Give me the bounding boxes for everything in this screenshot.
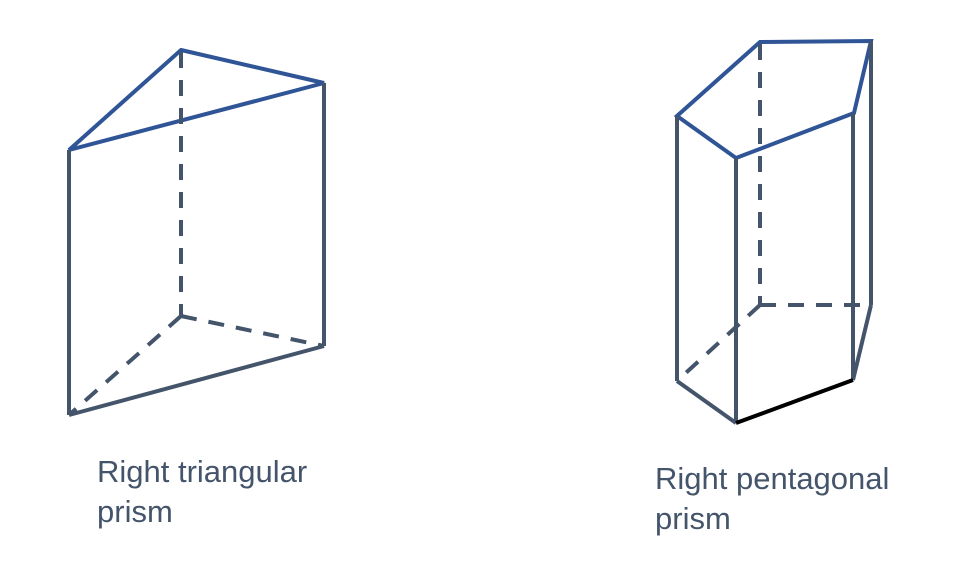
hidden-bottom-edge-left: [67, 314, 183, 417]
bottom-edge-left: [675, 379, 738, 425]
bottom-edge-front: [735, 378, 854, 425]
triangular-prism-label: Right triangular prism: [97, 452, 307, 532]
front-bottom-edge: [68, 344, 325, 417]
right-pentagonal-prism: [673, 38, 874, 425]
label-line-1: Right triangular: [97, 454, 308, 489]
pentagon-top-face: [673, 38, 874, 161]
bottom-edge-right: [851, 304, 873, 381]
hidden-bottom-edge-left: [675, 303, 762, 383]
label-line-2: prism: [655, 501, 731, 536]
pentagonal-prism-label: Right pentagonal prism: [655, 459, 889, 539]
triangle-top-face: [67, 47, 325, 152]
right-triangular-prism: [67, 47, 326, 417]
label-line-2: prism: [97, 494, 173, 529]
hidden-bottom-edge-right: [180, 314, 325, 348]
label-line-1: Right pentagonal: [655, 461, 890, 496]
